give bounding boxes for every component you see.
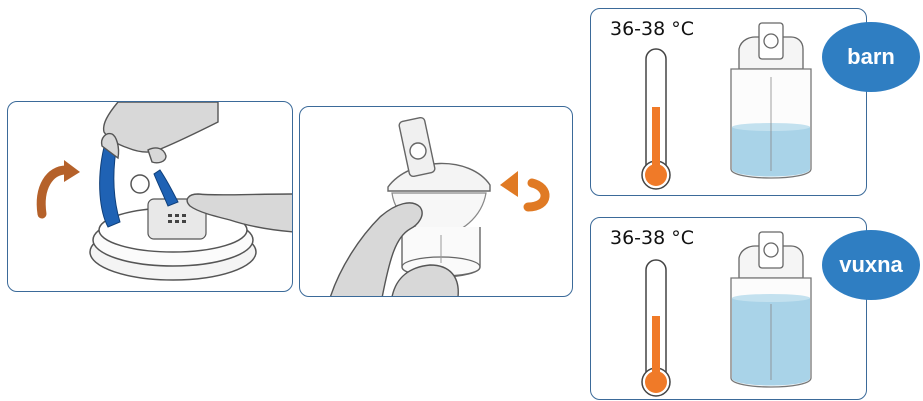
thermometer-icon bbox=[642, 260, 670, 396]
open-lid-illustration bbox=[8, 102, 293, 292]
adult-badge: vuxna bbox=[822, 230, 920, 300]
step-turn-lid-panel bbox=[299, 106, 573, 297]
thermometer-icon bbox=[642, 49, 670, 189]
container-icon bbox=[731, 232, 811, 387]
container-icon bbox=[731, 23, 811, 178]
curved-arrow-icon bbox=[500, 171, 545, 207]
child-illustration bbox=[591, 9, 867, 196]
adult-temperature-panel: 36-38 °C bbox=[590, 217, 867, 400]
child-temperature-panel: 36-38 °C bbox=[590, 8, 867, 196]
adult-illustration bbox=[591, 218, 867, 400]
turn-lid-illustration bbox=[300, 107, 573, 297]
step-open-lid-panel bbox=[7, 101, 293, 292]
curved-arrow-icon bbox=[41, 160, 80, 214]
child-badge: barn bbox=[822, 22, 920, 92]
lid-icon bbox=[90, 175, 256, 280]
